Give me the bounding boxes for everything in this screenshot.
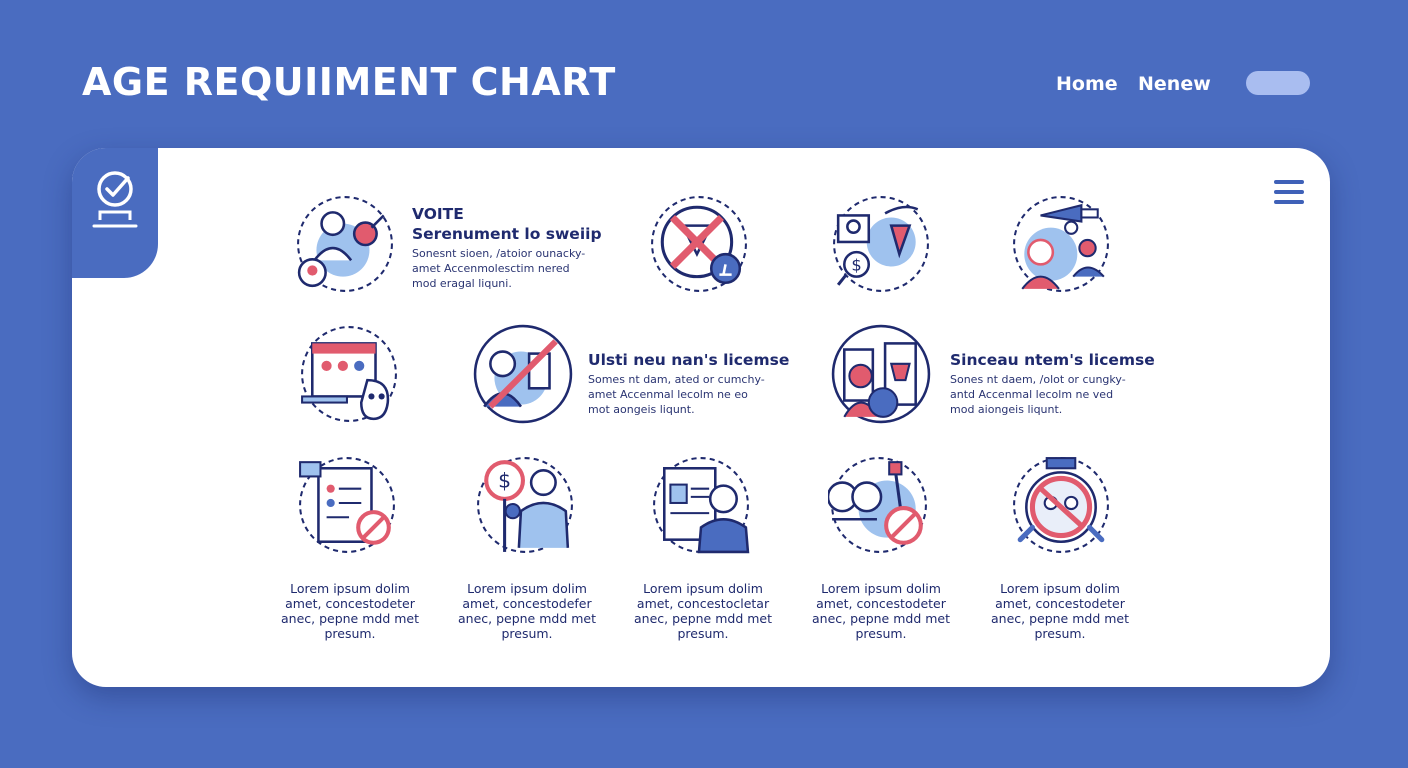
nav-pill-button[interactable] [1246, 71, 1310, 95]
nav-renew-link[interactable]: Nenew [1138, 73, 1211, 95]
license2-title: Sinceau ntem's licemse [950, 351, 1155, 369]
license1-title: Ulsti neu nan's licemse [588, 351, 790, 369]
nav-home-link[interactable]: Home [1056, 73, 1118, 95]
shopping-license-icon [830, 323, 932, 425]
license1-description: Somes nt dam, ated or cumchy- amet Accen… [588, 373, 765, 416]
no-alcohol-icon [648, 193, 750, 295]
page-title: AGE REQUIIMENT CHART [82, 60, 616, 104]
money-person-icon: $ [474, 454, 576, 556]
girl-target-icon [1010, 193, 1112, 295]
gambling-money-icon: $ [830, 193, 932, 295]
license2-description: Sones nt daem, /olot or cungky- antd Acc… [950, 373, 1126, 416]
license2-info: Sinceau ntem's licemse Sones nt daem, /o… [950, 350, 1165, 417]
check-circle-icon [92, 171, 138, 228]
no-gaming-icon [1010, 454, 1112, 556]
no-sports-icon [828, 454, 930, 556]
main-card: VOITE Serenument lo sweiip Sonesnt sioen… [72, 148, 1330, 687]
driver-no-license-icon [472, 323, 574, 425]
svg-text:$: $ [851, 256, 861, 275]
id-card-person-icon [650, 454, 752, 556]
hamburger-menu-icon[interactable] [1274, 180, 1304, 204]
document-restriction-icon [296, 454, 398, 556]
vote-info: VOITE Serenument lo sweiip Sonesnt sioen… [412, 204, 627, 291]
voting-person-icon [294, 193, 396, 295]
svg-text:$: $ [498, 469, 511, 493]
license1-info: Ulsti neu nan's licemse Somes nt dam, at… [588, 350, 803, 417]
vote-description: Sonesnt sioen, /atoior ounacky- amet Acc… [412, 247, 586, 290]
vote-title: VOITE [412, 205, 464, 223]
vote-subtitle: Serenument lo sweiip [412, 225, 602, 243]
calendar-dart-icon [298, 323, 400, 425]
card-corner-tab[interactable] [72, 148, 158, 278]
